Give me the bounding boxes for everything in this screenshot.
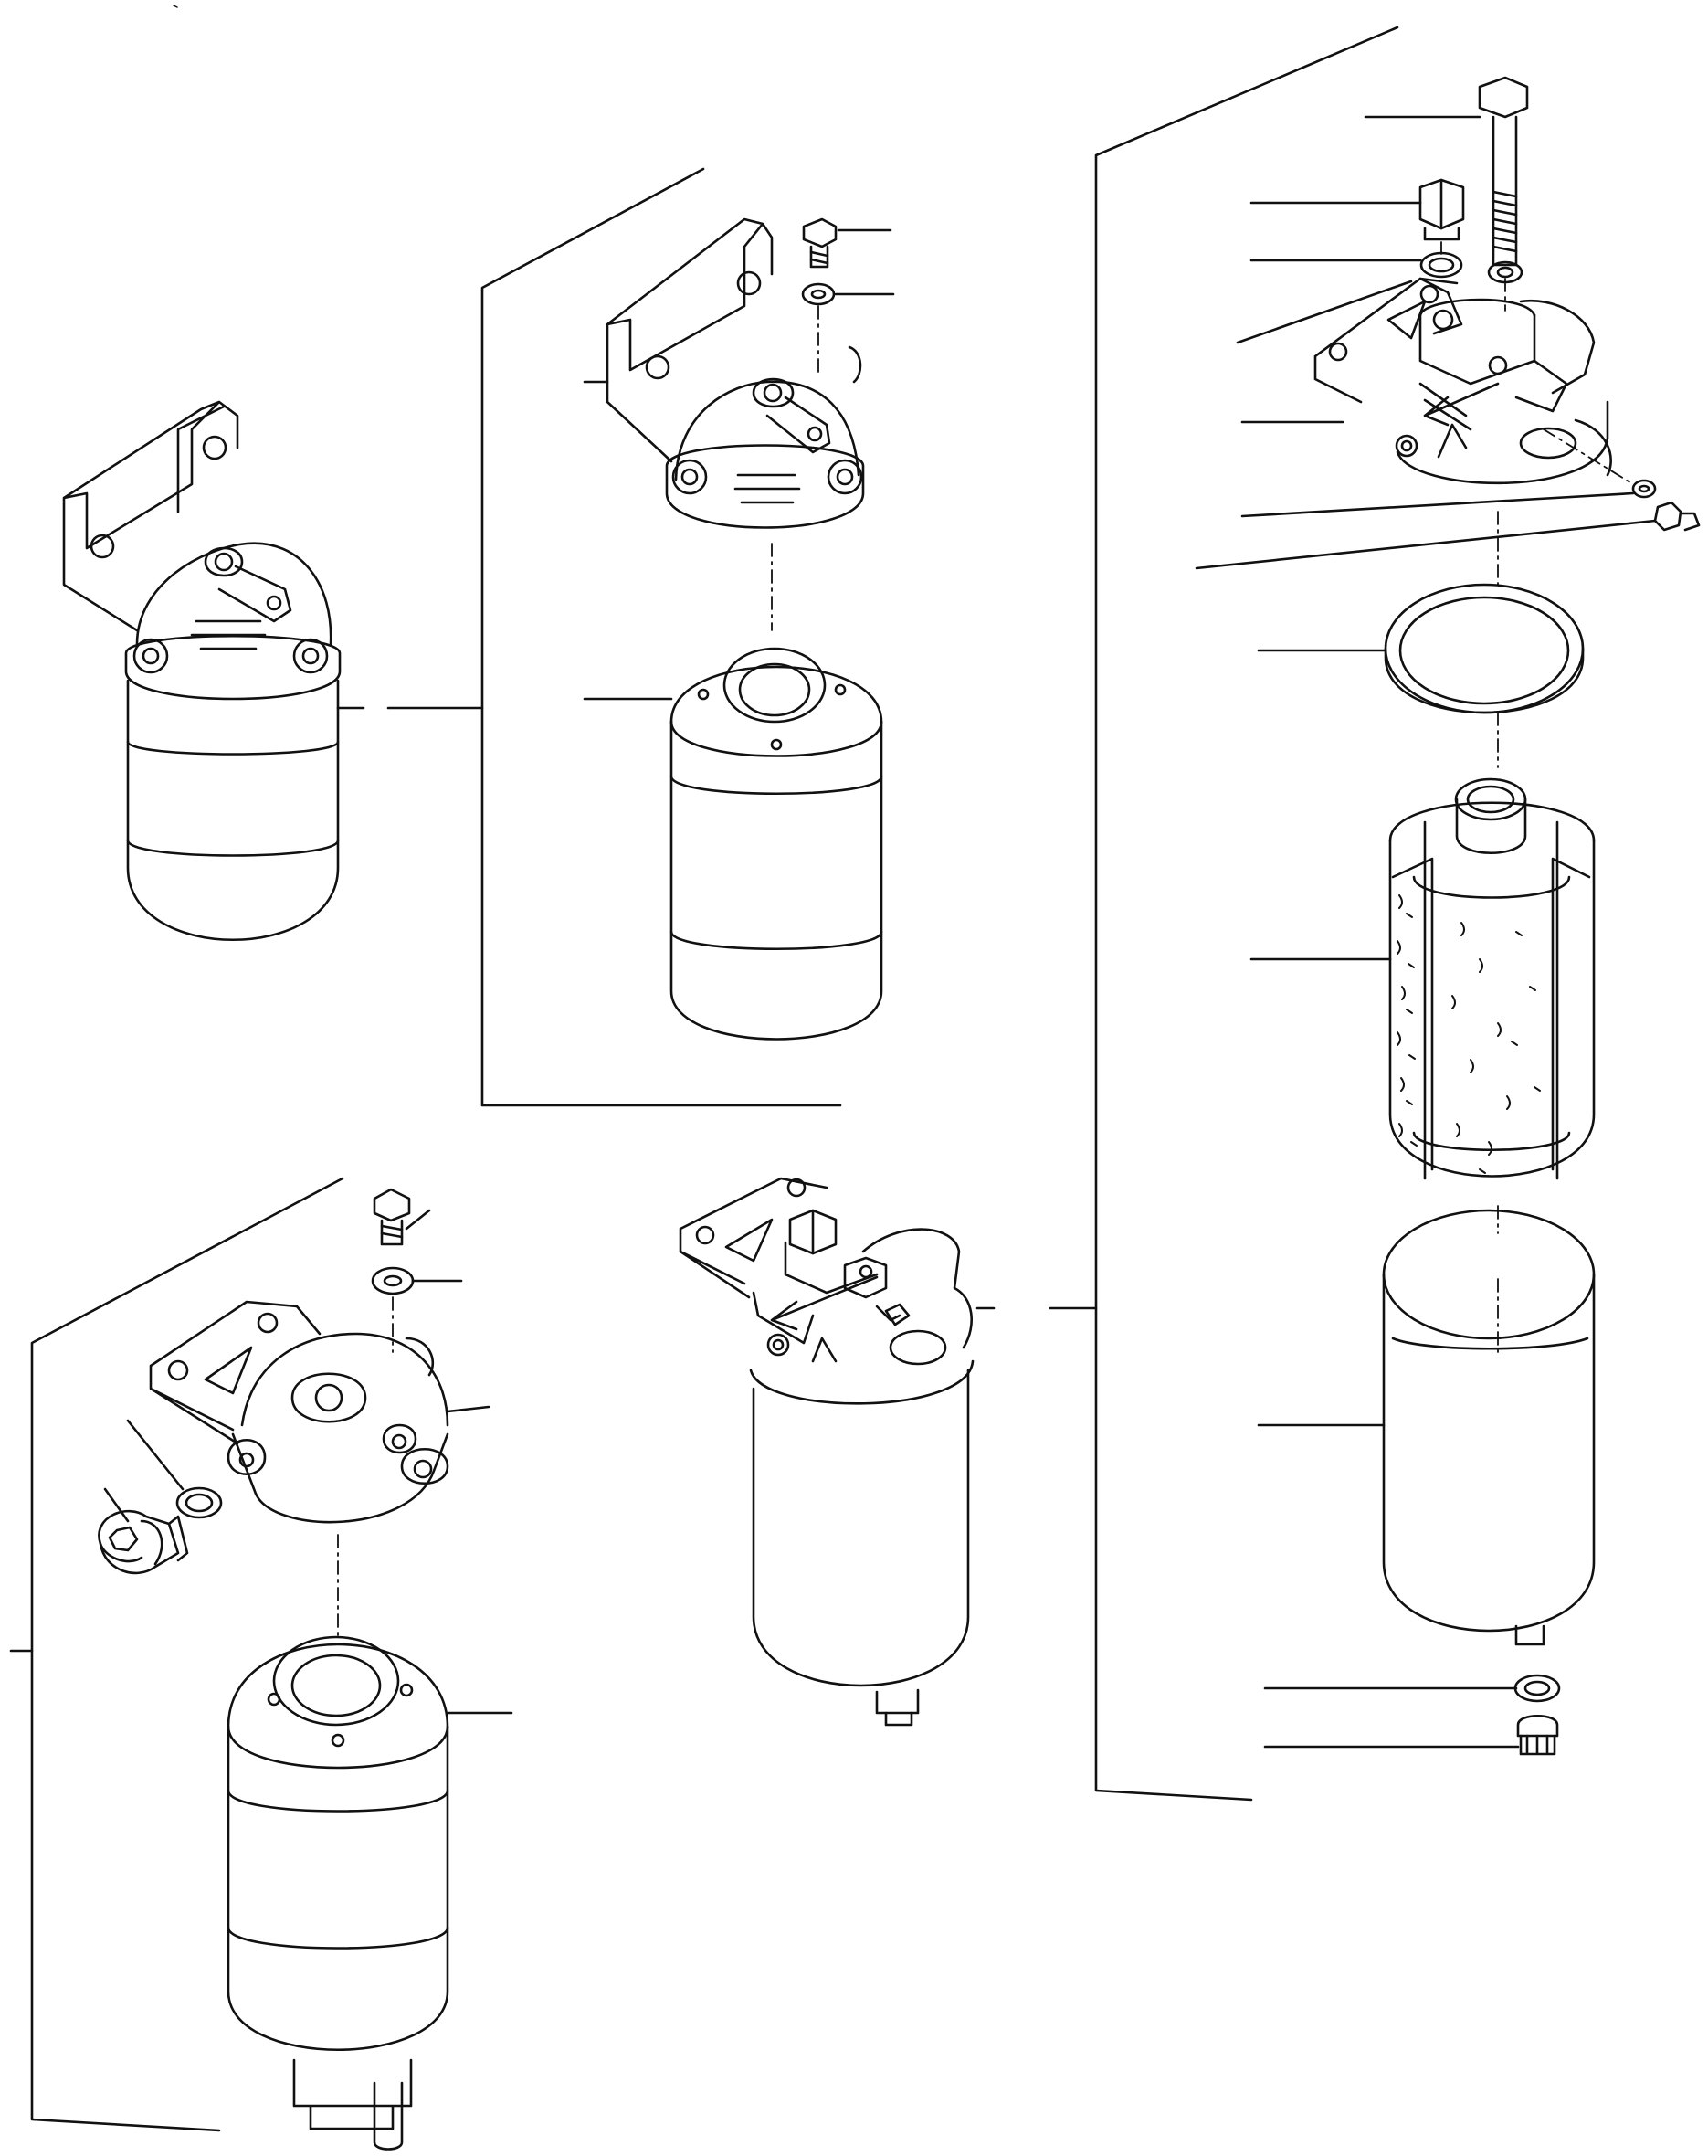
arrow-mark: [1425, 384, 1498, 425]
leader-o-ring: [128, 1421, 183, 1489]
cartridge-neck: [274, 1637, 398, 1725]
cartridge-band-bottom: [128, 840, 338, 856]
head-boss: [785, 1242, 877, 1293]
cartridge-body: [671, 722, 881, 1040]
head-body: [863, 1230, 972, 1348]
bracket-group-a: [482, 169, 840, 1105]
head-boss: [1420, 315, 1534, 384]
cartridge-body: [128, 681, 338, 940]
sealing-washer: [1421, 253, 1461, 277]
small-screw: [1655, 502, 1681, 530]
leader-hex-socket-plug: [105, 1489, 128, 1521]
long-bolt: [1480, 78, 1527, 265]
head-strap: [219, 566, 290, 621]
head-dome: [242, 1334, 448, 1425]
port-left: [673, 460, 706, 493]
cartridge-top: [671, 667, 881, 722]
o-ring: [177, 1488, 221, 1517]
washer: [803, 284, 834, 304]
leader-head: [448, 1407, 489, 1411]
bracket-group-b: [1096, 27, 1397, 1800]
cartridge-body: [228, 1727, 448, 2050]
cartridge-neck: [724, 649, 825, 722]
bracket-hole-top: [204, 437, 226, 459]
head-base-rim: [667, 446, 863, 528]
port-right: [294, 639, 327, 672]
port-left: [228, 1440, 265, 1474]
bowl-rim: [1384, 1210, 1594, 1338]
bracket-group-c: [32, 1178, 343, 2130]
port-right: [402, 1449, 448, 1484]
group-brackets: [11, 27, 1397, 2130]
leader-head-inner: [1238, 281, 1411, 343]
head-boss: [292, 1374, 365, 1422]
head-base: [233, 1434, 448, 1522]
crop-mark: [174, 5, 177, 7]
port-left: [134, 639, 167, 672]
head-body: [1521, 301, 1594, 393]
head-base-rim: [126, 636, 340, 699]
screw: [804, 219, 836, 267]
element-neck: [1457, 799, 1525, 853]
exploded-group-b: [1197, 78, 1699, 1754]
drain-plug: [1518, 1716, 1557, 1736]
exploded-group-c: [99, 1189, 511, 2150]
seal-ring: [1386, 585, 1583, 713]
filter-assembly-a: [64, 402, 340, 940]
cartridge-band-top: [128, 742, 338, 755]
filter-assembly-b: [680, 1178, 973, 1725]
small-washer: [1633, 481, 1655, 497]
mounting-bracket: [680, 1178, 827, 1297]
washer: [373, 1268, 413, 1294]
element-texture: [1397, 895, 1540, 1173]
leader-screw: [406, 1210, 429, 1229]
centerline: [1544, 429, 1633, 484]
arrow-mark: [772, 1277, 877, 1329]
head-base-rim: [751, 1361, 973, 1403]
filter-element: [1390, 840, 1594, 1177]
leader-small-screw: [1197, 521, 1655, 568]
drain-plug: [877, 1690, 918, 1713]
bowl: [754, 1370, 968, 1686]
drain-washer: [1515, 1675, 1559, 1701]
head-dome: [137, 544, 331, 644]
bracket-hole-bottom: [91, 535, 113, 557]
leader-small-washer: [1242, 493, 1633, 516]
exploded-group-a: [585, 219, 893, 1040]
drain-fitting: [294, 2060, 411, 2129]
hex-socket-plug: [99, 1511, 178, 1573]
head-dome: [676, 382, 859, 480]
bowl: [1384, 1274, 1594, 1631]
head-strap: [767, 397, 829, 452]
mounting-bracket: [151, 1302, 320, 1443]
port-right: [828, 460, 861, 493]
mounting-bracket: [64, 402, 237, 630]
cartridge-top: [228, 1644, 448, 1727]
mounting-bracket: [607, 219, 772, 461]
